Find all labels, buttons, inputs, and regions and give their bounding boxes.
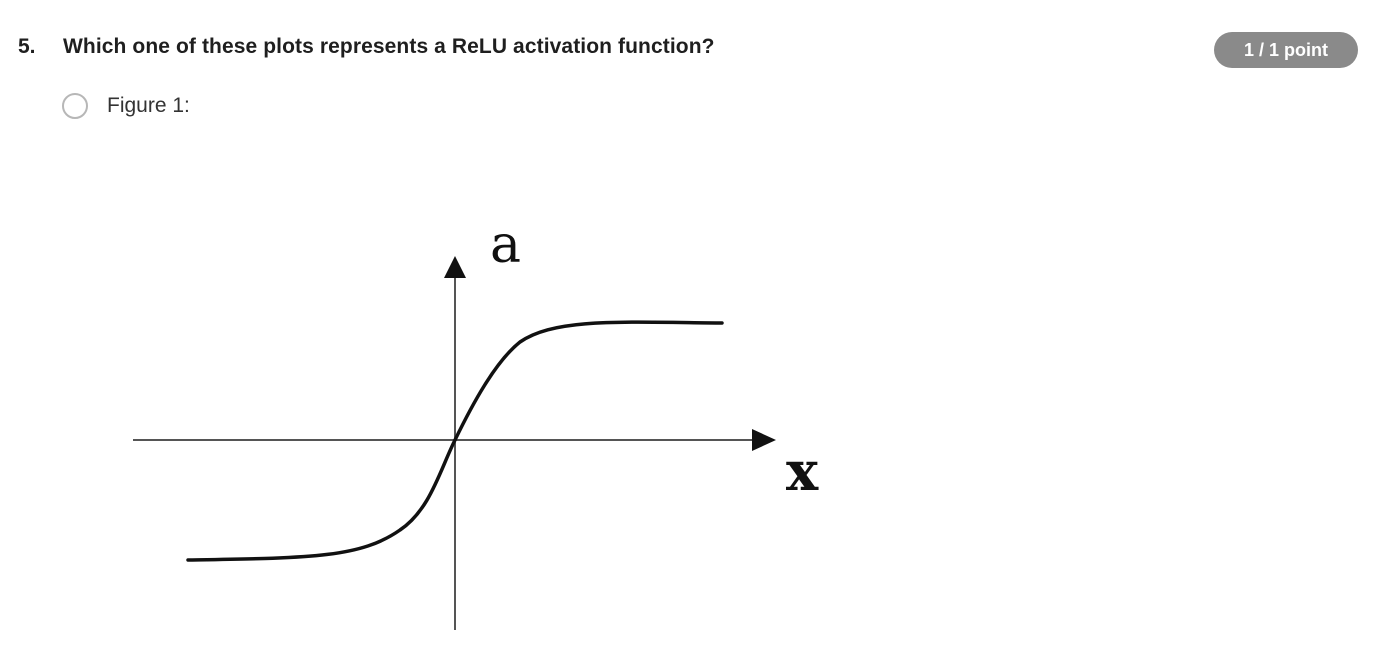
points-badge: 1 / 1 point — [1214, 32, 1358, 68]
question-number: 5. — [18, 35, 36, 58]
y-axis-label: a — [490, 215, 521, 275]
option-label: Figure 1: — [107, 94, 190, 117]
radio-button[interactable] — [62, 93, 88, 119]
x-axis-arrow-icon — [752, 429, 776, 451]
question-text: Which one of these plots represents a Re… — [63, 35, 715, 58]
figure-1-plot: a x — [110, 200, 860, 645]
figure-1-svg: a x — [133, 215, 819, 630]
x-axis-label: x — [786, 439, 819, 503]
y-axis-arrow-icon — [444, 256, 466, 278]
activation-curve — [186, 320, 724, 562]
option-figure-1[interactable]: Figure 1: — [62, 89, 190, 123]
